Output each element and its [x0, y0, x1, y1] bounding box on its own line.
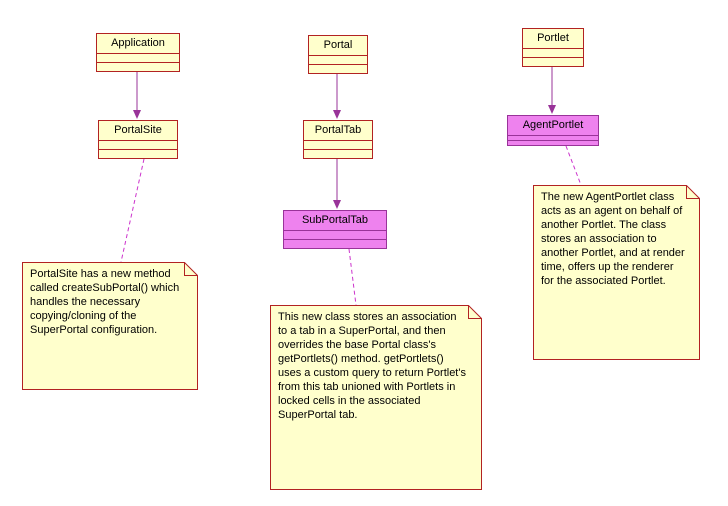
attributes-compartment — [508, 135, 598, 140]
class-name-label: Application — [111, 37, 165, 49]
class-name-label: Portlet — [537, 32, 569, 44]
operations-compartment — [508, 140, 598, 145]
note-fold-corner — [686, 185, 700, 199]
attributes-compartment — [309, 55, 367, 64]
association-arrow-portaltab-to-subportaltab[interactable] — [333, 159, 341, 209]
note-subportaltab[interactable]: This new class stores an association to … — [270, 305, 482, 490]
operations-compartment — [304, 149, 372, 158]
attributes-compartment — [284, 230, 386, 239]
class-name-label: PortalSite — [114, 124, 162, 136]
note-text: PortalSite has a new method called creat… — [30, 268, 180, 336]
note-portalsite[interactable]: PortalSite has a new method called creat… — [22, 262, 198, 390]
operations-compartment — [284, 239, 386, 248]
note-shape — [22, 262, 198, 390]
association-arrow-portal-to-portaltab[interactable] — [333, 74, 341, 119]
attributes-compartment — [97, 53, 179, 62]
class-agentportlet[interactable]: AgentPortlet — [507, 115, 599, 146]
class-portaltab[interactable]: PortalTab — [303, 120, 373, 159]
note-shape — [533, 185, 700, 360]
note-shape — [270, 305, 482, 490]
note-anchor-line-subportaltab[interactable] — [348, 248, 357, 306]
operations-compartment — [97, 62, 179, 71]
association-arrow-application-to-portalsite[interactable] — [133, 72, 141, 119]
class-name-label: SubPortalTab — [301, 214, 369, 226]
operations-compartment — [309, 64, 367, 73]
attributes-compartment — [304, 140, 372, 149]
note-anchor-line-portalsite[interactable] — [120, 158, 145, 263]
class-subportaltab[interactable]: SubPortalTab — [283, 210, 387, 249]
class-portal[interactable]: Portal — [308, 35, 368, 74]
class-portalsite[interactable]: PortalSite — [98, 120, 178, 159]
note-fold-corner — [468, 305, 482, 319]
operations-compartment — [99, 149, 177, 158]
class-name-label: Portal — [323, 39, 353, 51]
note-fold-corner — [184, 262, 198, 276]
note-text: The new AgentPortlet class acts as an ag… — [541, 191, 685, 287]
class-name-label: AgentPortlet — [522, 119, 584, 131]
operations-compartment — [523, 57, 583, 66]
note-text: This new class stores an association to … — [278, 311, 466, 421]
class-application[interactable]: Application — [96, 33, 180, 72]
attributes-compartment — [523, 48, 583, 57]
note-agentportlet[interactable]: The new AgentPortlet class acts as an ag… — [533, 185, 700, 360]
note-anchor-line-agentportlet[interactable] — [565, 145, 582, 186]
attributes-compartment — [99, 140, 177, 149]
association-arrow-portlet-to-agentportlet[interactable] — [548, 67, 556, 114]
class-name-label: PortalTab — [314, 124, 362, 136]
class-portlet[interactable]: Portlet — [522, 28, 584, 67]
